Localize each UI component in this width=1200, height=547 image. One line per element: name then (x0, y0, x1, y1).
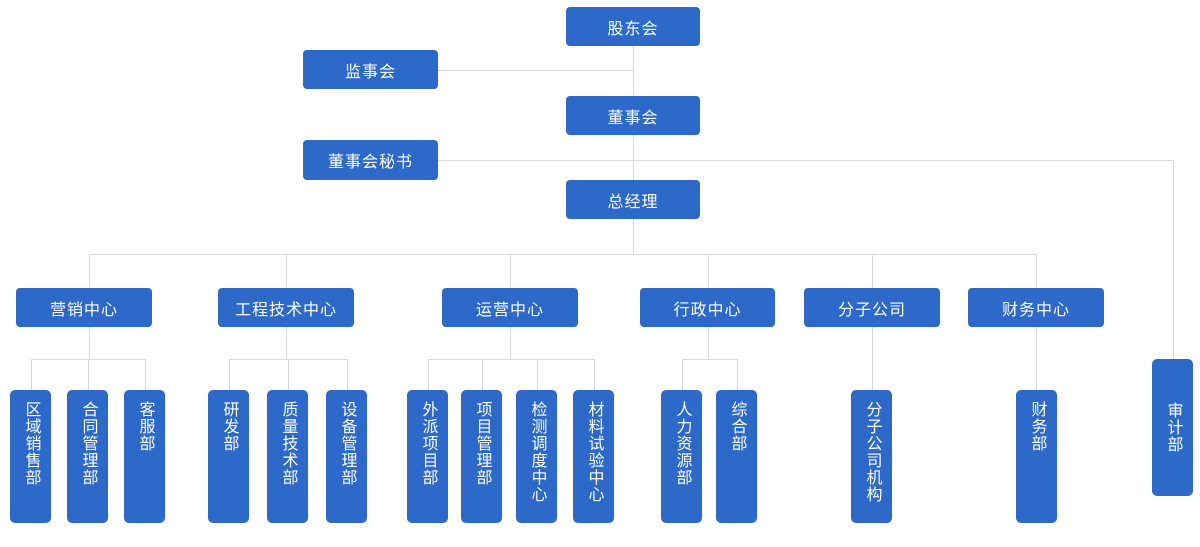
org-node-label-finance-center: 财务中心 (1001, 301, 1070, 319)
connector-line (286, 327, 287, 359)
connector-line (633, 135, 634, 180)
org-node-marketing-center: 营销中心 (16, 288, 152, 327)
connector-line (633, 219, 634, 254)
org-node-label-contract-mgmt: 合同管理部 (79, 401, 97, 486)
org-node-general-manager: 总经理 (566, 180, 700, 219)
connector-line (1173, 160, 1174, 359)
org-node-contract-mgmt: 合同管理部 (67, 390, 108, 523)
org-node-finance-dept: 财务部 (1016, 390, 1057, 523)
org-node-label-subsidiary-orgs: 分子公司机构 (863, 401, 881, 503)
connector-line (89, 254, 90, 288)
connector-line (288, 359, 289, 390)
connector-line (88, 359, 89, 390)
connector-line (347, 359, 348, 390)
org-node-finance-center: 财务中心 (968, 288, 1104, 327)
org-node-label-regional-sales: 区域销售部 (22, 401, 40, 486)
org-node-materials-testing: 材料试验中心 (573, 390, 614, 523)
org-node-rnd: 研发部 (208, 390, 249, 523)
org-node-label-testing-dispatch: 检测调度中心 (528, 401, 546, 503)
connector-line (537, 359, 538, 390)
org-node-operations-center: 运营中心 (442, 288, 578, 327)
connector-line (145, 359, 146, 390)
org-node-label-project-mgmt: 项目管理部 (473, 401, 491, 486)
org-node-label-shareholders: 股东会 (607, 20, 659, 38)
connector-line (89, 327, 90, 359)
connector-line (428, 359, 594, 360)
connector-line (708, 254, 709, 288)
connector-line (682, 359, 683, 390)
org-node-label-board-secretary: 董事会秘书 (327, 154, 413, 171)
org-node-external-projects: 外派项目部 (407, 390, 448, 523)
connector-line (594, 359, 595, 390)
org-node-subsidiaries: 分子公司 (804, 288, 940, 327)
org-node-label-finance-dept: 财务部 (1028, 401, 1046, 452)
org-node-general-affairs: 综合部 (716, 390, 757, 523)
connector-line (229, 359, 230, 390)
org-node-regional-sales: 区域销售部 (10, 390, 51, 523)
org-node-label-marketing-center: 营销中心 (49, 301, 118, 319)
connector-line (1036, 327, 1037, 390)
org-node-label-subsidiaries: 分子公司 (837, 301, 906, 319)
org-node-equipment-mgmt: 设备管理部 (326, 390, 367, 523)
org-node-quality-tech: 质量技术部 (267, 390, 308, 523)
org-node-label-operations-center: 运营中心 (475, 301, 544, 319)
org-node-board: 董事会 (566, 96, 700, 135)
org-node-hr: 人力资源部 (661, 390, 702, 523)
org-node-engineering-center: 工程技术中心 (218, 288, 354, 327)
connector-line (737, 359, 738, 390)
org-node-label-external-projects: 外派项目部 (419, 401, 437, 486)
connector-line (428, 359, 429, 390)
connector-line (872, 254, 873, 288)
org-node-label-engineering-center: 工程技术中心 (234, 301, 337, 319)
org-node-supervisory-board: 监事会 (303, 50, 438, 89)
connector-line (510, 254, 511, 288)
connector-line (510, 327, 511, 359)
org-node-subsidiary-orgs: 分子公司机构 (851, 390, 892, 523)
org-node-project-mgmt: 项目管理部 (461, 390, 502, 523)
connector-line (633, 46, 634, 96)
org-node-label-customer-service: 客服部 (136, 401, 154, 452)
connector-line (438, 70, 633, 71)
connector-line (31, 359, 32, 390)
org-node-label-supervisory-board: 监事会 (344, 63, 396, 81)
org-node-audit: 审计部 (1152, 359, 1193, 496)
connector-line (438, 160, 1173, 161)
org-node-label-rnd: 研发部 (220, 401, 238, 452)
connector-line (89, 254, 1036, 255)
connector-line (872, 327, 873, 390)
org-node-label-quality-tech: 质量技术部 (279, 401, 297, 486)
org-node-customer-service: 客服部 (124, 390, 165, 523)
org-node-label-hr: 人力资源部 (673, 401, 691, 486)
connector-line (708, 327, 709, 359)
org-node-testing-dispatch: 检测调度中心 (516, 390, 557, 523)
connector-line (1036, 254, 1037, 288)
org-node-label-equipment-mgmt: 设备管理部 (338, 401, 356, 486)
org-node-label-audit: 审计部 (1164, 402, 1182, 453)
org-node-label-materials-testing: 材料试验中心 (585, 401, 603, 503)
org-node-admin-center: 行政中心 (640, 288, 775, 327)
org-node-label-admin-center: 行政中心 (673, 301, 742, 319)
connector-line (682, 359, 737, 360)
org-node-label-general-manager: 总经理 (607, 193, 659, 211)
connector-line (286, 254, 287, 288)
connector-line (482, 359, 483, 390)
org-node-board-secretary: 董事会秘书 (303, 140, 438, 180)
org-node-label-board: 董事会 (607, 109, 659, 127)
org-node-shareholders: 股东会 (566, 7, 700, 46)
org-node-label-general-affairs: 综合部 (728, 401, 746, 452)
